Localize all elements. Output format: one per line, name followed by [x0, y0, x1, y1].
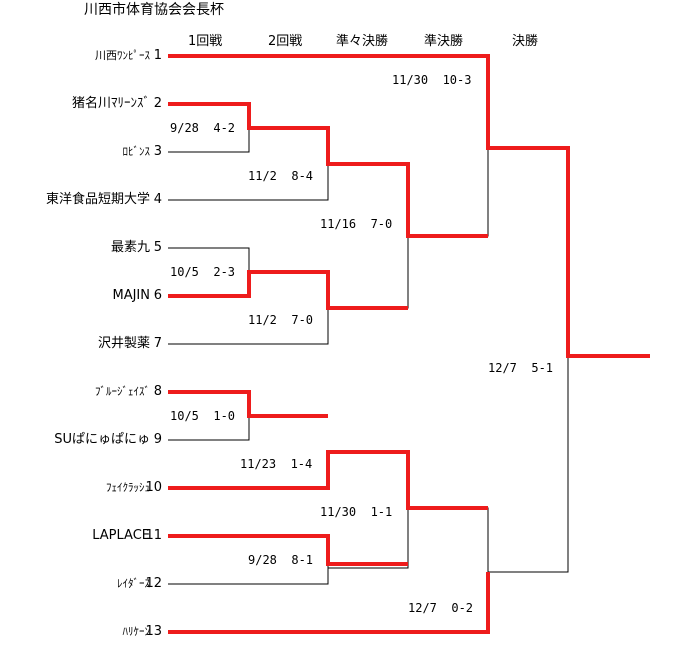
team-seed: 5	[153, 240, 162, 255]
match-date: 11/30	[320, 505, 357, 519]
match-result: 11/2 7-0	[248, 312, 313, 328]
page-title: 川西市体育協会会長杯	[84, 2, 224, 18]
match-score: 0-2	[451, 601, 474, 615]
match-date: 10/5	[170, 265, 199, 279]
match-result: 9/28 4-2	[170, 120, 235, 136]
match-score: 7-0	[370, 217, 393, 231]
match-date: 9/28	[170, 121, 199, 135]
match-result: 11/30 1-1	[320, 504, 392, 520]
match-score: 1-0	[213, 409, 236, 423]
team-name: ﾛﾋﾞﾝｽ	[122, 145, 151, 158]
line-sf-top-loser	[408, 148, 489, 237]
team-name: ﾊﾘｹｰﾝ	[122, 625, 151, 638]
team-seed: 10	[145, 480, 162, 495]
line-sf-bot-loser	[407, 488, 489, 572]
match-score: 2-3	[213, 265, 236, 279]
match-score: 5-1	[531, 361, 554, 375]
round-header-5: 決勝	[512, 34, 539, 49]
match-result: 10/5 2-3	[170, 264, 235, 280]
team-name: ﾌｪｲｸﾗｯｼｭ	[106, 481, 150, 494]
match-date: 9/28	[248, 553, 277, 567]
win-team-2	[168, 102, 488, 238]
team-name: 東洋食品短期大学	[45, 192, 150, 207]
team-name: SUぱにゅぱにゅ	[54, 432, 150, 447]
team-seed: 8	[153, 384, 162, 399]
round-header-2: 2回戦	[268, 34, 303, 49]
match-result: 11/30 10-3	[392, 72, 471, 88]
team-seed: 13	[145, 624, 162, 639]
team-seed: 3	[153, 144, 162, 159]
team-seed: 2	[153, 96, 162, 111]
team-name: 猪名川ﾏﾘｰﾝｽﾞ	[71, 96, 150, 111]
match-date: 10/5	[170, 409, 199, 423]
team-name: ﾌﾞﾙｰｼﾞｪｲｽﾞ	[95, 385, 150, 398]
line-qf-bot-loser	[327, 488, 409, 569]
team-seed: 9	[153, 432, 162, 447]
team-name: 最素九	[110, 240, 150, 255]
match-score: 10-3	[442, 73, 472, 87]
match-score: 1-1	[370, 505, 393, 519]
win-team-6	[168, 270, 408, 310]
bracket-lines-red	[168, 54, 650, 634]
match-date: 12/7	[488, 361, 517, 375]
team-name: ﾚｲﾀﾞｰｽ	[117, 577, 150, 590]
team-seed: 11	[145, 528, 162, 543]
match-result: 10/5 1-0	[170, 408, 235, 424]
line-final-loser	[488, 356, 569, 573]
match-date: 11/16	[320, 217, 357, 231]
match-score: 4-2	[213, 121, 236, 135]
match-result: 11/23 1-4	[240, 456, 312, 472]
win-team-10	[168, 450, 488, 510]
team-seed: 7	[153, 336, 162, 351]
match-score: 7-0	[291, 313, 314, 327]
line-qf-top-loser	[327, 236, 409, 309]
match-result: 11/2 8-4	[248, 168, 313, 184]
round-header-3: 準々決勝	[336, 34, 389, 49]
team-name: 川西ﾜﾝﾋﾟｰｽ	[95, 49, 150, 62]
team-name: 沢井製薬	[97, 336, 150, 351]
match-result: 11/16 7-0	[320, 216, 392, 232]
match-result: 12/7 0-2	[408, 600, 473, 616]
match-date: 11/23	[240, 457, 277, 471]
match-score: 1-4	[290, 457, 313, 471]
round-header-1: 1回戦	[188, 34, 223, 49]
match-date: 11/30	[392, 73, 429, 87]
match-date: 11/2	[248, 313, 277, 327]
match-score: 8-4	[291, 169, 314, 183]
line-team-4	[168, 128, 329, 201]
win-team-11	[168, 534, 408, 566]
win-team-13	[168, 572, 490, 634]
team-name: LAPLACE	[92, 528, 150, 543]
team-seed: 1	[153, 48, 162, 63]
match-result: 9/28 8-1	[248, 552, 313, 568]
team-seed: 12	[145, 576, 162, 591]
match-score: 8-1	[291, 553, 314, 567]
team-seed: 4	[153, 192, 162, 207]
match-date: 11/2	[248, 169, 277, 183]
match-date: 12/7	[408, 601, 437, 615]
win-team-1	[168, 54, 650, 358]
team-seed: 6	[153, 288, 162, 303]
match-result: 12/7 5-1	[488, 360, 553, 376]
round-header-4: 準決勝	[424, 34, 464, 49]
team-name: MAJIN	[112, 288, 150, 303]
win-team-8	[168, 390, 328, 418]
